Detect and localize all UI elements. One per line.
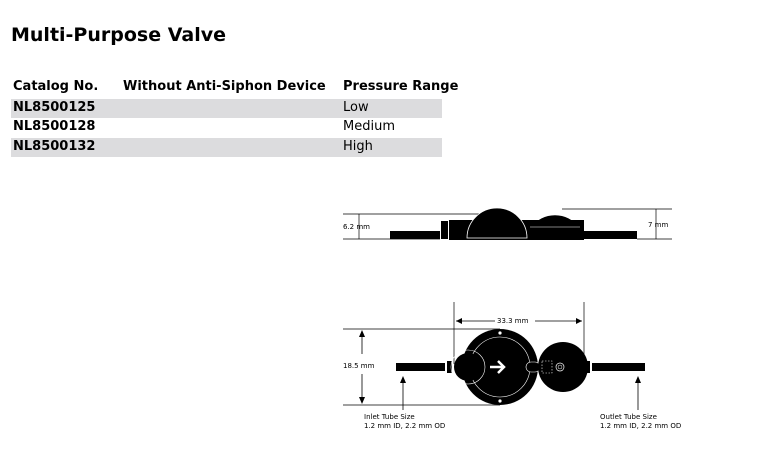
table-row: NL8500125 Low: [11, 99, 442, 118]
side-main-dome: [466, 207, 528, 239]
inlet-pointer-arrow: [400, 376, 406, 383]
top-reservoir: [538, 342, 588, 392]
side-height-left-label: 6.2 mm: [343, 223, 370, 231]
page-title: Multi-Purpose Valve: [11, 24, 226, 46]
catalog-number: NL8500125: [13, 100, 96, 115]
pressure-range: Medium: [343, 119, 395, 134]
outlet-spec: 1.2 mm ID, 2.2 mm OD: [600, 422, 681, 430]
header-catalog: Catalog No.: [13, 79, 99, 94]
flow-arrow-icon: [490, 360, 506, 374]
outlet-pointer-arrow: [635, 376, 641, 383]
top-view: 33.3 mm 18.5 mm Inlet Tube Size 1.2 mm I…: [343, 302, 681, 430]
header-anti-siphon: Without Anti-Siphon Device: [123, 79, 326, 94]
header-pressure: Pressure Range: [343, 79, 459, 94]
catalog-number: NL8500128: [13, 119, 96, 134]
side-inlet-tube: [390, 231, 440, 239]
table-row: NL8500132 High: [11, 138, 442, 157]
side-second-dome: [532, 215, 578, 227]
width-label: 18.5 mm: [343, 362, 375, 370]
top-outlet-tube: [592, 363, 645, 371]
side-outlet-tube: [583, 231, 637, 239]
pressure-range: Low: [343, 100, 369, 115]
pressure-range: High: [343, 139, 373, 154]
side-height-right-label: 7 mm: [648, 221, 668, 229]
inlet-spec: 1.2 mm ID, 2.2 mm OD: [364, 422, 445, 430]
length-label: 33.3 mm: [497, 317, 529, 325]
side-view: 6.2 mm 7 mm: [343, 207, 672, 240]
top-inlet-tube: [396, 363, 445, 371]
inlet-label: Inlet Tube Size: [364, 413, 415, 421]
catalog-number: NL8500132: [13, 139, 96, 154]
table-row: NL8500128 Medium: [11, 118, 442, 137]
outlet-label: Outlet Tube Size: [600, 413, 657, 421]
top-inlet-chamber: [454, 353, 482, 381]
